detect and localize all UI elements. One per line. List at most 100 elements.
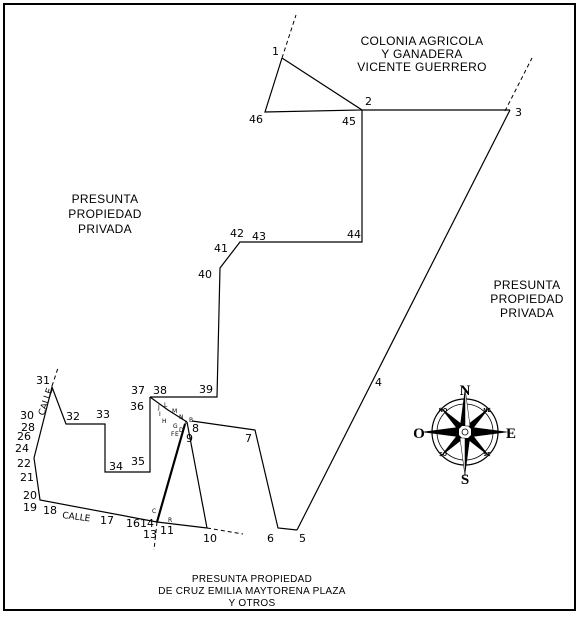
compass-point-sw (440, 434, 463, 457)
region-south-line-1: PRESUNTA PROPIEDAD (192, 574, 312, 585)
boundary-heavy-c (155, 423, 187, 523)
sub-label-r: R (168, 517, 172, 524)
compass-center (461, 428, 469, 436)
compass-point-se (467, 434, 490, 457)
vertex-label-8: 8 (192, 422, 199, 435)
vertex-label-20: 20 (23, 489, 37, 502)
vertex-label-34: 34 (109, 460, 123, 473)
vertex-labels: 1 2 3 4 5 6 7 8 9 10 11 13 14 16 17 18 1… (15, 45, 522, 545)
vertex-label-31: 31 (36, 374, 50, 387)
boundary-45-36 (150, 110, 363, 398)
sub-point-labels: J L I M H N G A B F E D C R (152, 402, 193, 524)
boundary-36-8 (149, 396, 188, 423)
compass-point-ne (467, 407, 490, 430)
sub-label-a: A (184, 420, 189, 427)
region-south: PRESUNTA PROPIEDAD DE CRUZ EMILIA MAYTOR… (158, 574, 346, 609)
vertex-label-24: 24 (15, 442, 29, 455)
vertex-label-33: 33 (96, 408, 110, 421)
vertex-label-2: 2 (365, 95, 372, 108)
vertex-label-30: 30 (20, 409, 34, 422)
vertex-label-1: 1 (272, 45, 279, 58)
vertex-label-13: 13 (143, 528, 157, 541)
vertex-label-45: 45 (342, 115, 356, 128)
vertex-label-21: 21 (20, 471, 34, 484)
dashed-ext-1 (281, 14, 297, 59)
vertex-label-9: 9 (186, 432, 193, 445)
dashed-ext-31 (51, 367, 59, 387)
vertex-label-41: 41 (214, 242, 228, 255)
vertex-label-42: 42 (230, 227, 244, 240)
boundary-5-8 (191, 420, 298, 531)
compass-label-no: NO (439, 408, 447, 414)
sub-label-b: B (189, 417, 193, 424)
compass-label-east: E (506, 426, 516, 442)
drawing-frame (3, 3, 576, 611)
vertex-label-38: 38 (153, 384, 167, 397)
region-north-line-2: Y GANADERA (381, 47, 462, 61)
compass-highlight-north (464, 387, 471, 427)
compass-rose: N S E O NE NO SE SO (413, 383, 516, 488)
compass-label-north: N (460, 383, 471, 399)
region-west: PRESUNTA PROPIEDAD PRIVADA (68, 192, 141, 236)
vertex-label-37: 37 (131, 384, 145, 397)
street-label-south: CALLE (62, 511, 91, 524)
compass-label-so: SO (439, 452, 447, 458)
vertex-label-16: 16 (126, 517, 140, 530)
boundary-3-5 (296, 109, 511, 531)
compass-point-west (421, 427, 459, 437)
vertex-label-26: 26 (17, 430, 31, 443)
vertex-label-36: 36 (130, 400, 144, 413)
compass-point-east (471, 427, 509, 437)
sub-label-n: N (179, 414, 184, 421)
vertex-label-18: 18 (43, 504, 57, 517)
vertex-label-32: 32 (66, 410, 80, 423)
region-west-line-2: PROPIEDAD (68, 207, 141, 221)
vertex-label-46: 46 (249, 113, 263, 126)
vertex-label-44: 44 (347, 228, 361, 241)
vertex-label-10: 10 (203, 532, 217, 545)
boundary-triangle (264, 57, 364, 113)
boundary-west (33, 385, 158, 523)
vertex-label-40: 40 (198, 268, 212, 281)
sub-label-m: M (172, 408, 177, 415)
region-east-line-3: PRIVADA (500, 306, 554, 320)
vertex-label-35: 35 (131, 455, 145, 468)
region-east-line-2: PROPIEDAD (490, 292, 563, 306)
compass-label-west: O (413, 426, 425, 442)
vertex-label-7: 7 (245, 432, 252, 445)
vertex-label-19: 19 (23, 501, 37, 514)
dashed-ext-10 (206, 527, 244, 535)
sub-label-l: L (164, 402, 168, 409)
region-west-line-1: PRESUNTA (72, 192, 139, 206)
vertex-label-39: 39 (199, 383, 213, 396)
boundary-10-9 (186, 421, 208, 529)
compass-label-ne: NE (483, 408, 491, 414)
vertex-label-4: 4 (375, 376, 382, 389)
region-north-line-3: VICENTE GUERRERO (357, 60, 486, 74)
sub-label-c: C (152, 508, 156, 515)
dashed-ext-3 (504, 57, 533, 112)
vertex-label-17: 17 (100, 514, 114, 527)
region-west-line-3: PRIVADA (78, 222, 132, 236)
region-south-line-2: DE CRUZ EMILIA MAYTORENA PLAZA (158, 586, 346, 597)
sub-label-h: H (162, 418, 167, 425)
sub-label-i: I (159, 411, 161, 418)
vertex-label-5: 5 (299, 532, 306, 545)
sub-label-d: D (179, 427, 184, 434)
compass-label-se: SE (483, 452, 491, 458)
vertex-label-28: 28 (21, 421, 35, 434)
street-label-west: CALLE (37, 387, 55, 417)
sub-label-j: J (157, 404, 160, 411)
parcel-boundaries (33, 57, 511, 531)
compass-point-nw (440, 407, 463, 430)
sub-label-g: G (173, 423, 178, 430)
region-east: PRESUNTA PROPIEDAD PRIVADA (490, 278, 563, 320)
vertex-label-14: 14 (140, 517, 154, 530)
vertex-label-6: 6 (267, 532, 274, 545)
dashed-ext-13 (153, 521, 158, 551)
compass-label-south: S (461, 472, 469, 488)
vertex-label-22: 22 (17, 457, 31, 470)
region-north: COLONIA AGRICOLA Y GANADERA VICENTE GUER… (357, 34, 486, 74)
region-north-line-1: COLONIA AGRICOLA (361, 34, 484, 48)
